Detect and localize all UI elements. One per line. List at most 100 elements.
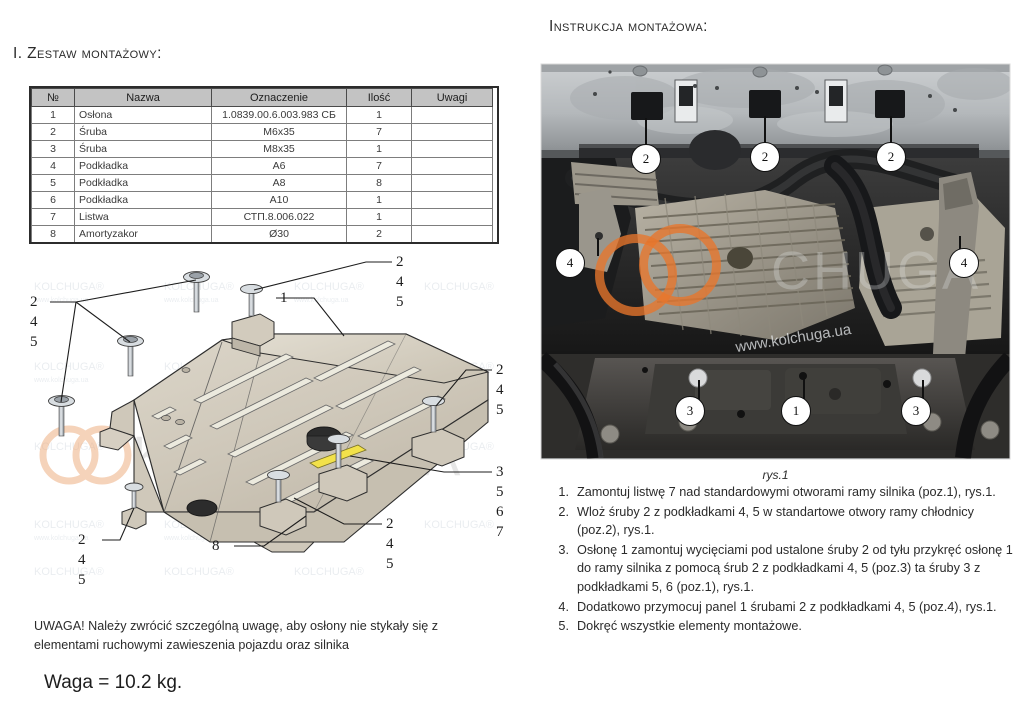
cell-mark: A8: [211, 174, 347, 192]
photo-image: [535, 58, 1016, 465]
svg-text:www.kolchuga.ua: www.kolchuga.ua: [33, 297, 89, 304]
photo-callout-3-right: 3: [901, 396, 931, 426]
installation-photo: www.kolchuga.ua CHUGA 2 2 2 4 4 3 1 3: [535, 58, 1016, 465]
callout-bottom-right-group: 2 4 5: [386, 516, 394, 572]
svg-text:KOLCHUGA®: KOLCHUGA®: [424, 519, 494, 531]
photo-callout-2-center: 2: [750, 142, 780, 172]
cell-mark: M8x35: [211, 140, 347, 158]
cell-no: 5: [31, 174, 75, 192]
cell-name: Podkładka: [74, 157, 212, 175]
cell-rem: [411, 225, 493, 243]
cell-rem: [411, 123, 493, 141]
photo-callout-2-right: 2: [876, 142, 906, 172]
instruction-step: 4. Dodatkowo przymocuj panel 1 śrubami 2 …: [545, 598, 1015, 617]
cell-no: 6: [31, 191, 75, 209]
callout-bottom-left-group: 2 4 5: [78, 532, 86, 588]
instruction-step: 2.Wloż śruby 2 z podkładkami 4, 5 w stan…: [545, 503, 1015, 540]
warning-note: UWAGA! Należy zwrócić szczególną uwagę, …: [34, 619, 439, 652]
step-text: Dokręć wszystkie elementy montażowe.: [577, 619, 802, 634]
svg-text:www.kolchuga.ua: www.kolchuga.ua: [163, 297, 219, 304]
svg-text:www.kolchuga.ua: www.kolchuga.ua: [33, 535, 89, 542]
instruction-list: 1.Zamontuj listwę 7 nad standardowymi ot…: [545, 483, 1015, 637]
cell-name: Podkładka: [74, 174, 212, 192]
column-header-rem: Uwagi: [411, 88, 493, 107]
svg-text:KOLCHUGA®: KOLCHUGA®: [294, 281, 364, 293]
svg-text:KOLCHUGA®: KOLCHUGA®: [34, 441, 104, 453]
cell-no: 7: [31, 208, 75, 226]
instruction-step: 3. Osłonę 1 zamontuj wycięciami pod ustal…: [545, 541, 1015, 597]
cell-name: Śruba: [74, 140, 212, 158]
cell-qty: 1: [346, 191, 412, 209]
callout-top-right-group: 2 4 5: [396, 254, 404, 310]
cell-rem: [411, 140, 493, 158]
cell-name: Osłona: [74, 106, 212, 124]
step-text: Dodatkowo przymocuj panel 1 śrubami 2 z …: [577, 599, 997, 614]
svg-text:KOLCHUGA®: KOLCHUGA®: [34, 519, 104, 531]
cell-name: Podkładka: [74, 191, 212, 209]
cell-qty: 8: [346, 174, 412, 192]
cell-qty: 7: [346, 123, 412, 141]
cell-mark: СТП.8.006.022: [211, 208, 347, 226]
leader-line: [597, 238, 599, 256]
svg-text:www.kolchuga.ua: www.kolchuga.ua: [293, 297, 349, 304]
step-number: 3.: [558, 542, 569, 557]
cell-qty: 7: [346, 157, 412, 175]
page-title-right: Instrukcja montażowa:: [549, 18, 708, 35]
step-number: 4.: [558, 599, 569, 614]
step-number: 5.: [558, 619, 569, 634]
column-header-no: №: [31, 88, 75, 107]
step-text: Osłonę 1 zamontuj wycięciami pod ustalon…: [577, 542, 1013, 594]
table-header-row: № Nazwa Oznaczenie Ilość Uwagi: [31, 88, 493, 107]
weight-value: Waga = 10.2 kg.: [44, 672, 183, 693]
callout-left-group: 2 4 5: [30, 294, 38, 350]
callout-damper: 8: [212, 538, 220, 554]
cell-qty: 1: [346, 140, 412, 158]
cell-no: 8: [31, 225, 75, 243]
callout-right-lower-group: 3 5 6 7: [496, 464, 504, 540]
column-header-mark: Oznaczenie: [211, 88, 347, 107]
column-header-name: Nazwa: [74, 88, 212, 107]
leader-line: [959, 236, 961, 256]
cell-qty: 1: [346, 208, 412, 226]
photo-callout-3-left: 3: [675, 396, 705, 426]
cell-mark: A6: [211, 157, 347, 175]
svg-text:www.kolchuga.ua: www.kolchuga.ua: [163, 535, 219, 542]
cell-mark: Ø30: [211, 225, 347, 243]
cell-rem: [411, 208, 493, 226]
cell-name: Amortyzakor: [74, 225, 212, 243]
column-header-qty: Ilość: [346, 88, 412, 107]
photo-callout-4-right: 4: [949, 248, 979, 278]
cell-rem: [411, 191, 493, 209]
svg-text:KOLCHUGA®: KOLCHUGA®: [34, 361, 104, 373]
leader-line: [764, 116, 766, 146]
cell-qty: 2: [346, 225, 412, 243]
technical-drawing: KOLCHUGA® www.kolchuga.ua KOLCHUGA® www.…: [14, 250, 514, 595]
svg-text:www.kolchuga.ua: www.kolchuga.ua: [33, 377, 89, 384]
leader-line: [890, 116, 892, 146]
cell-no: 2: [31, 123, 75, 141]
svg-text:KOLCHUGA®: KOLCHUGA®: [164, 566, 234, 578]
callout-right-group: 2 4 5: [496, 362, 504, 418]
step-text: Wloż śruby 2 z podkładkami 4, 5 w standa…: [577, 504, 974, 538]
cell-rem: [411, 106, 493, 124]
leader-line: [698, 380, 700, 402]
photo-callout-2-left: 2: [631, 144, 661, 174]
step-text: Zamontuj listwę 7 nad standardowymi otwo…: [577, 485, 996, 499]
cell-name: Listwa: [74, 208, 212, 226]
svg-text:KOLCHUGA®: KOLCHUGA®: [424, 281, 494, 293]
figure-caption: rys.1: [762, 468, 789, 482]
photo-callout-4-left: 4: [555, 248, 585, 278]
cell-rem: [411, 174, 493, 192]
cell-name: Śruba: [74, 123, 212, 141]
svg-text:KOLCHUGA®: KOLCHUGA®: [34, 566, 104, 578]
cell-qty: 1: [346, 106, 412, 124]
instruction-step: 5. Dokręć wszystkie elementy montażowe.: [545, 617, 1015, 636]
